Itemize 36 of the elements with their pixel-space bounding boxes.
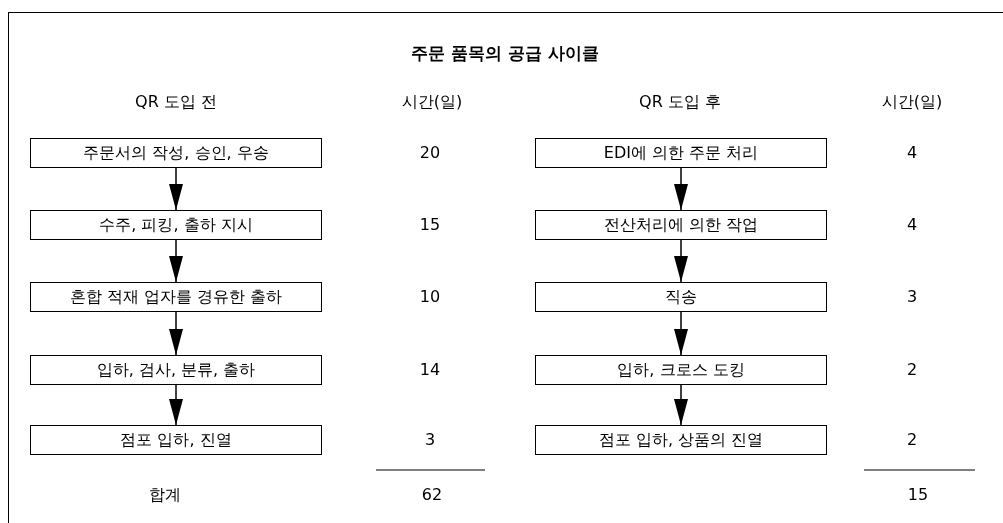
arrow (169, 384, 183, 426)
column-header: 시간(일) (881, 92, 943, 113)
duration-value: 15 (419, 215, 441, 234)
duration-value: 3 (906, 287, 918, 306)
total-label: 합계 (149, 485, 181, 506)
duration-value: 14 (419, 360, 441, 379)
duration-value: 3 (424, 430, 436, 449)
arrow (169, 167, 183, 211)
column-header: 시간(일) (401, 92, 463, 113)
arrow (169, 239, 183, 283)
title: 주문 품목의 공급 사이클 (411, 42, 599, 65)
process-box: 전산처리에 의한 작업 (535, 210, 827, 240)
arrow (674, 311, 688, 356)
column-header: QR 도입 전 (135, 92, 217, 113)
duration-value: 4 (906, 143, 918, 162)
arrow (674, 239, 688, 283)
duration-value: 4 (906, 215, 918, 234)
process-box: 점포 입하, 상품의 진열 (535, 425, 827, 455)
process-box: 직송 (535, 282, 827, 312)
duration-value: 2 (906, 360, 918, 379)
duration-value: 2 (906, 430, 918, 449)
arrow (674, 384, 688, 426)
process-box: 혼합 적재 업자를 경유한 출하 (30, 282, 322, 312)
process-box: 점포 입하, 진열 (30, 425, 322, 455)
process-box: 주문서의 작성, 승인, 우송 (30, 138, 322, 168)
total-value: 15 (907, 485, 929, 504)
arrow (169, 311, 183, 356)
process-box: EDI에 의한 주문 처리 (535, 138, 827, 168)
duration-value: 10 (419, 287, 441, 306)
process-box: 입하, 크로스 도킹 (535, 355, 827, 385)
arrow (674, 167, 688, 211)
process-box: 입하, 검사, 분류, 출하 (30, 355, 322, 385)
process-box: 수주, 피킹, 출하 지시 (30, 210, 322, 240)
total-value: 62 (421, 485, 443, 504)
duration-value: 20 (419, 143, 441, 162)
column-header: QR 도입 후 (639, 92, 721, 113)
